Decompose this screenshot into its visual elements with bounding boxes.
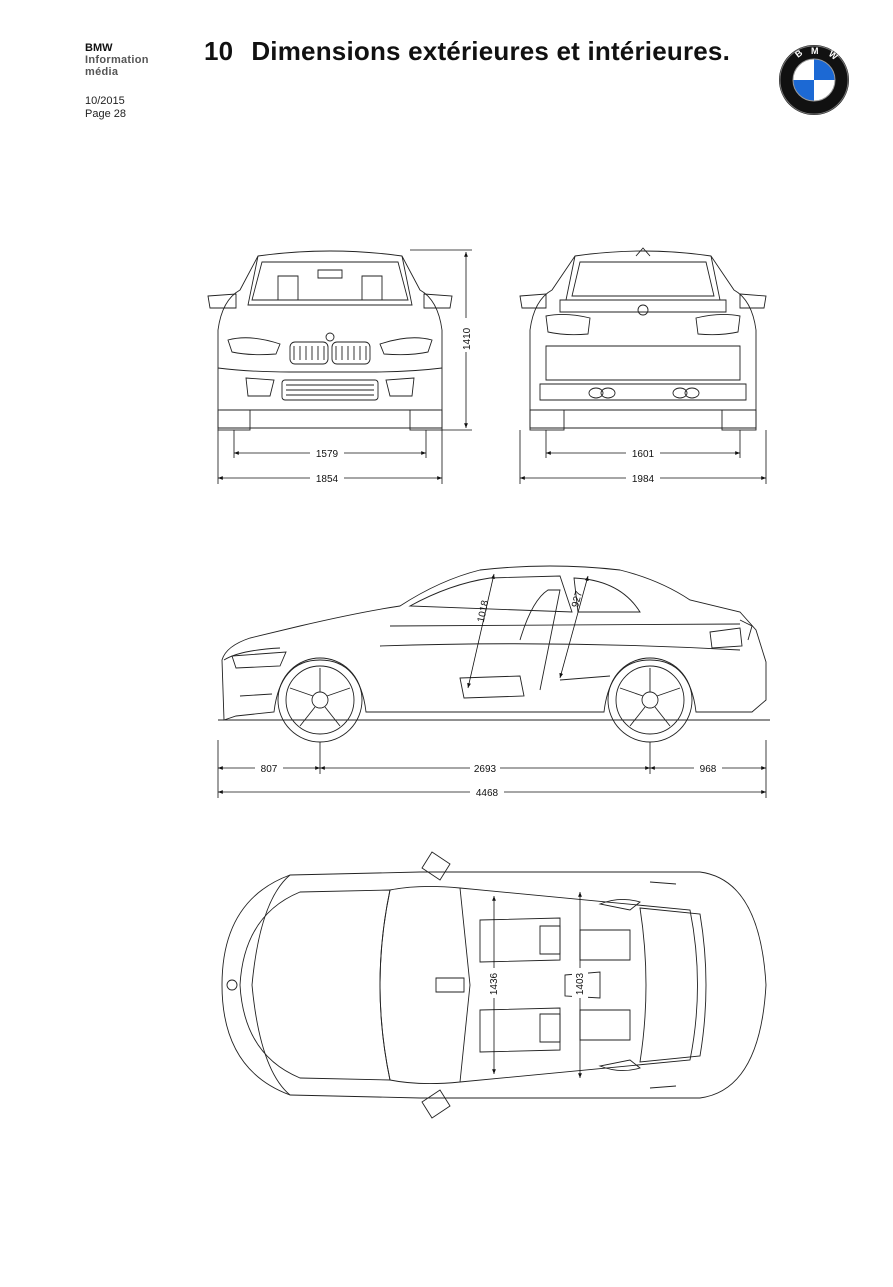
- brand-subtitle-2: média: [85, 66, 119, 78]
- rear-shoulder-label: 1403: [575, 972, 586, 995]
- front-height-label: 1410: [462, 327, 473, 350]
- wheelbase-label: 2693: [474, 764, 497, 775]
- brand-name: BMW: [85, 42, 113, 54]
- brand-block: BMW Information média: [85, 42, 149, 78]
- rear-overhang-label: 968: [700, 764, 717, 775]
- front-view-drawing: [207, 250, 453, 431]
- rear-view-drawing: [519, 247, 767, 431]
- page-title: 10 Dimensions extérieures et intérieures.: [204, 36, 730, 67]
- front-overhang-label: 807: [261, 764, 278, 775]
- top-view-drawing: [221, 851, 767, 1119]
- rear-headroom-label: 927: [570, 589, 585, 608]
- section-title: Dimensions extérieures et intérieures.: [251, 36, 731, 66]
- front-shoulder-label: 1436: [489, 972, 500, 995]
- side-view-drawing: [218, 565, 770, 743]
- publication-date: 10/2015: [85, 95, 125, 107]
- svg-text:M: M: [811, 46, 819, 56]
- front-headroom-label: 1018: [476, 599, 491, 623]
- bmw-logo-icon: B M W: [779, 45, 849, 115]
- svg-text:B: B: [793, 47, 805, 59]
- brand-subtitle-1: Information: [85, 54, 149, 66]
- rear-track-label: 1601: [632, 449, 655, 460]
- overall-length-label: 4468: [476, 788, 499, 799]
- front-track-label: 1579: [316, 449, 339, 460]
- date-block: 10/2015 Page 28: [85, 95, 126, 121]
- front-width-label: 1854: [316, 474, 339, 485]
- section-number: 10: [204, 36, 234, 66]
- page-number: Page 28: [85, 108, 126, 120]
- rear-width-label: 1984: [632, 474, 655, 485]
